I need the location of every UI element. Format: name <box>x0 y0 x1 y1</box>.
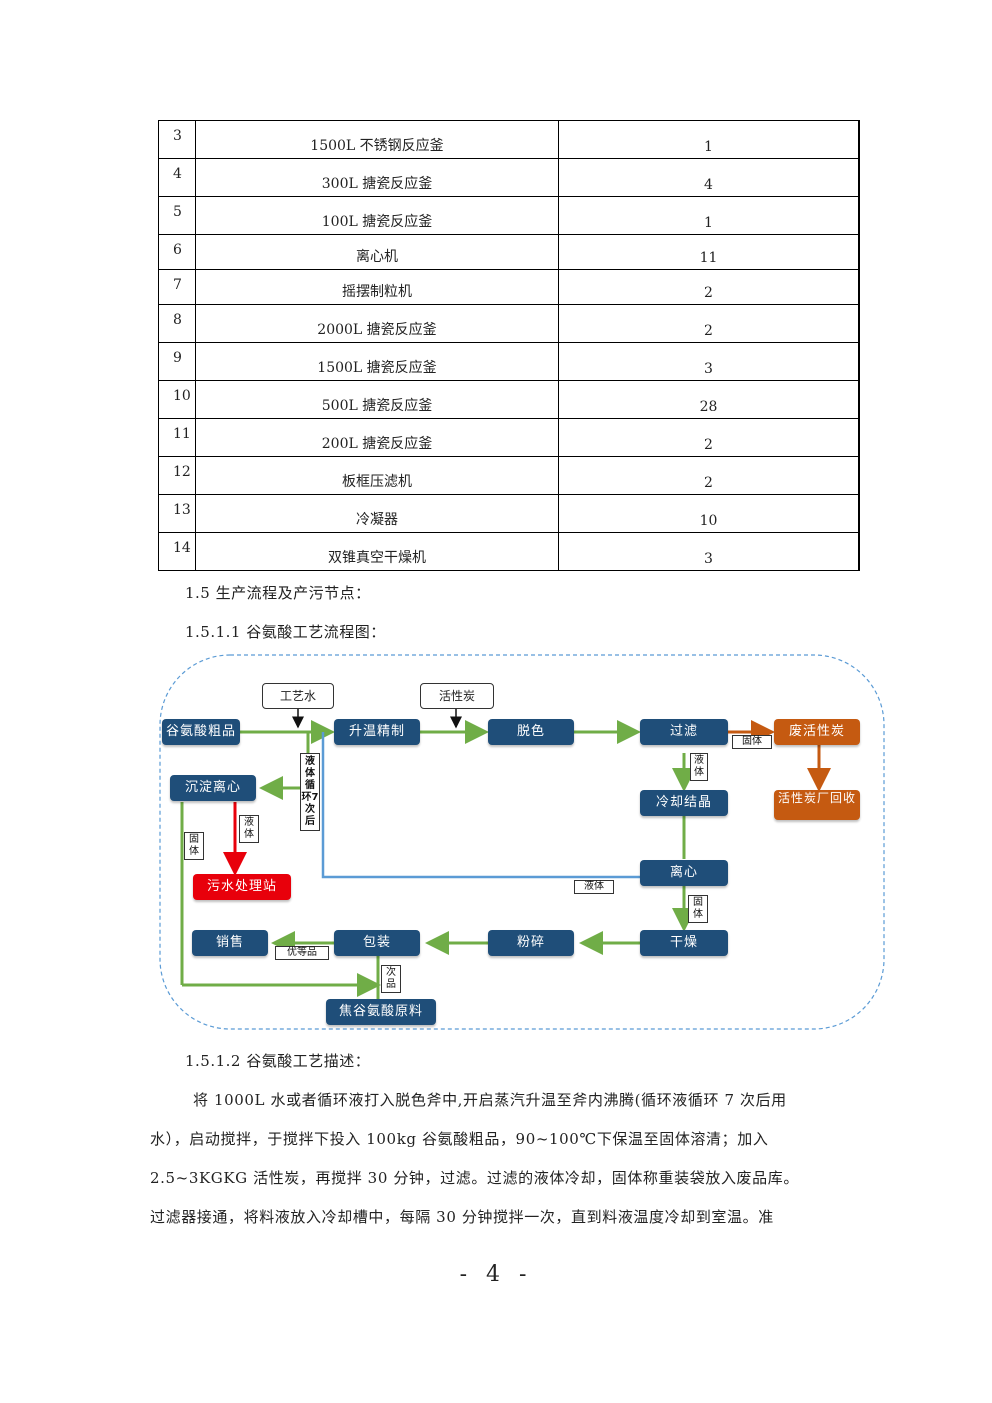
node-waste-carbon: 废活性炭 <box>774 719 860 745</box>
equipment-name-cell: 板框压滤机 <box>195 456 559 495</box>
equipment-name-cell: 1500L 不锈钢反应釜 <box>195 120 559 159</box>
equipment-name-cell: 摇摆制粒机 <box>195 269 559 305</box>
tag-liquid-filter: 液体 <box>690 753 708 781</box>
equipment-name-cell: 1500L 搪瓷反应釜 <box>195 342 559 381</box>
quantity-cell: 4 <box>558 158 860 197</box>
equipment-name-cell: 200L 搪瓷反应釜 <box>195 418 559 457</box>
node-coke-glutamic: 焦谷氨酸原料 <box>326 999 436 1025</box>
node-crude-glutamic: 谷氨酸粗品 <box>162 719 240 745</box>
row-number-cell: 3 <box>158 120 196 159</box>
quantity-cell: 11 <box>558 234 860 270</box>
node-pack: 包装 <box>334 930 420 956</box>
section-heading-1-5-1-2: 1.5.1.2 谷氨酸工艺描述： <box>185 1052 371 1070</box>
process-water-input: 工艺水 <box>262 683 334 709</box>
description-line-1: 将 1000L 水或者循环液打入脱色斧中,开启蒸汽升温至斧内沸腾(循环液循环 7… <box>193 1091 787 1109</box>
row-number-cell: 13 <box>158 494 196 533</box>
equipment-name-cell: 离心机 <box>195 234 559 270</box>
node-filter: 过滤 <box>640 719 728 745</box>
row-number-cell: 7 <box>158 269 196 305</box>
flow-lines <box>159 654 885 1030</box>
quantity-cell: 2 <box>558 304 860 343</box>
description-line-2: 水），启动搅拌，于搅拌下投入 100kg 谷氨酸粗品，90~100℃下保温至固体… <box>150 1130 769 1148</box>
quantity-cell: 28 <box>558 380 860 419</box>
quantity-cell: 1 <box>558 120 860 159</box>
node-decolor: 脱色 <box>488 719 574 745</box>
node-centrifuge: 离心 <box>640 860 728 886</box>
quantity-cell: 2 <box>558 456 860 495</box>
row-number-cell: 9 <box>158 342 196 381</box>
row-number-cell: 4 <box>158 158 196 197</box>
quantity-cell: 3 <box>558 532 860 571</box>
row-number-cell: 14 <box>158 532 196 571</box>
row-number-cell: 8 <box>158 304 196 343</box>
quantity-cell: 1 <box>558 196 860 235</box>
row-number-cell: 6 <box>158 234 196 270</box>
tag-recycle-7: 液体循环7次后 <box>300 753 320 831</box>
equipment-name-cell: 冷凝器 <box>195 494 559 533</box>
node-precip-centrifuge: 沉淀离心 <box>170 775 256 801</box>
node-dry: 干燥 <box>640 930 728 956</box>
node-carbon-recycle: 活性炭厂回收 <box>774 790 860 820</box>
description-line-3: 2.5~3KGKG 活性炭，再搅拌 30 分钟，过滤。过滤的液体冷却，固体称重装… <box>150 1169 799 1187</box>
tag-solid-precip: 固体 <box>184 832 204 860</box>
tag-liquid-centrifuge: 液体 <box>574 880 614 894</box>
page-number: - 4 - <box>459 1262 533 1287</box>
description-line-4: 过滤器接通，将料液放入冷却槽中，每隔 30 分钟搅拌一次，直到料液温度冷却到室温… <box>150 1208 774 1226</box>
tag-inferior: 次品 <box>381 965 401 993</box>
activated-carbon-input: 活性炭 <box>420 683 494 709</box>
section-heading-1-5-1-1: 1.5.1.1 谷氨酸工艺流程图： <box>185 623 386 641</box>
row-number-cell: 10 <box>158 380 196 419</box>
process-flow-diagram: 工艺水 活性炭 谷氨酸粗品 升温精制 脱色 过滤 废活性炭 活性炭厂回收 冷却结… <box>158 653 886 1033</box>
row-number-cell: 5 <box>158 196 196 235</box>
node-sewage-station: 污水处理站 <box>193 874 291 900</box>
tag-solid-centrifuge: 固体 <box>688 895 708 923</box>
equipment-name-cell: 300L 搪瓷反应釜 <box>195 158 559 197</box>
tag-liquid-precip: 液体 <box>239 815 259 843</box>
section-heading-1-5: 1.5 生产流程及产污节点： <box>185 584 371 602</box>
node-heat-refine: 升温精制 <box>334 719 420 745</box>
quantity-cell: 10 <box>558 494 860 533</box>
node-cool-crystal: 冷却结晶 <box>640 790 728 816</box>
row-number-cell: 11 <box>158 418 196 457</box>
equipment-name-cell: 双锥真空干燥机 <box>195 532 559 571</box>
tag-solid-filter: 固体 <box>732 735 772 749</box>
equipment-name-cell: 500L 搪瓷反应釜 <box>195 380 559 419</box>
quantity-cell: 2 <box>558 418 860 457</box>
quantity-cell: 3 <box>558 342 860 381</box>
tag-premium: 优等品 <box>275 946 329 960</box>
row-number-cell: 12 <box>158 456 196 495</box>
equipment-name-cell: 2000L 搪瓷反应釜 <box>195 304 559 343</box>
node-grind: 粉碎 <box>488 930 574 956</box>
node-sale: 销售 <box>192 930 268 956</box>
equipment-name-cell: 100L 搪瓷反应釜 <box>195 196 559 235</box>
quantity-cell: 2 <box>558 269 860 305</box>
